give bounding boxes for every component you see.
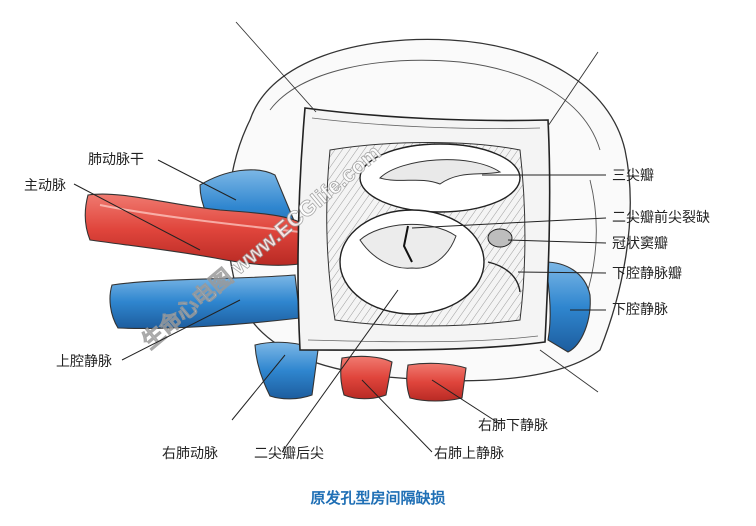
- label-coronary-sinus-valve: 冠状窦瓣: [612, 235, 668, 251]
- opened-right-atrium: [297, 107, 551, 351]
- label-inferior-vena-cava: 下腔静脉: [612, 301, 668, 317]
- mitral-cleft: [402, 225, 413, 263]
- label-ivc-valve: 下腔静脉瓣: [612, 265, 682, 281]
- superior-vena-cava-vessel: [109, 274, 301, 329]
- right-superior-pulmonary-vein-vessel: [340, 355, 393, 400]
- label-right-superior-pulmonary-vein: 右肺上静脉: [434, 445, 504, 461]
- ivc-valve-shape: [487, 261, 521, 293]
- coronary-sinus-shape: [487, 228, 513, 248]
- inferior-vena-cava-vessel: [544, 261, 591, 353]
- leader-lines: [73, 159, 607, 453]
- label-pulmonary-trunk: 肺动脉干: [88, 151, 144, 167]
- label-right-pulmonary-artery: 右肺动脉: [162, 445, 218, 461]
- right-pulmonary-artery-vessel: [254, 341, 319, 400]
- label-mitral-posterior-leaflet: 二尖瓣后尖: [254, 445, 324, 461]
- label-tricuspid-valve: 三尖瓣: [612, 167, 654, 183]
- label-superior-vena-cava: 上腔静脉: [56, 353, 112, 369]
- right-inferior-pulmonary-vein-vessel: [406, 362, 467, 402]
- label-mitral-anterior-cleft: 二尖瓣前尖裂缺: [612, 209, 710, 225]
- label-aorta: 主动脉: [24, 177, 66, 193]
- label-right-inferior-pulmonary-vein: 右肺下静脉: [478, 417, 548, 433]
- figure-caption: 原发孔型房间隔缺损: [310, 490, 446, 507]
